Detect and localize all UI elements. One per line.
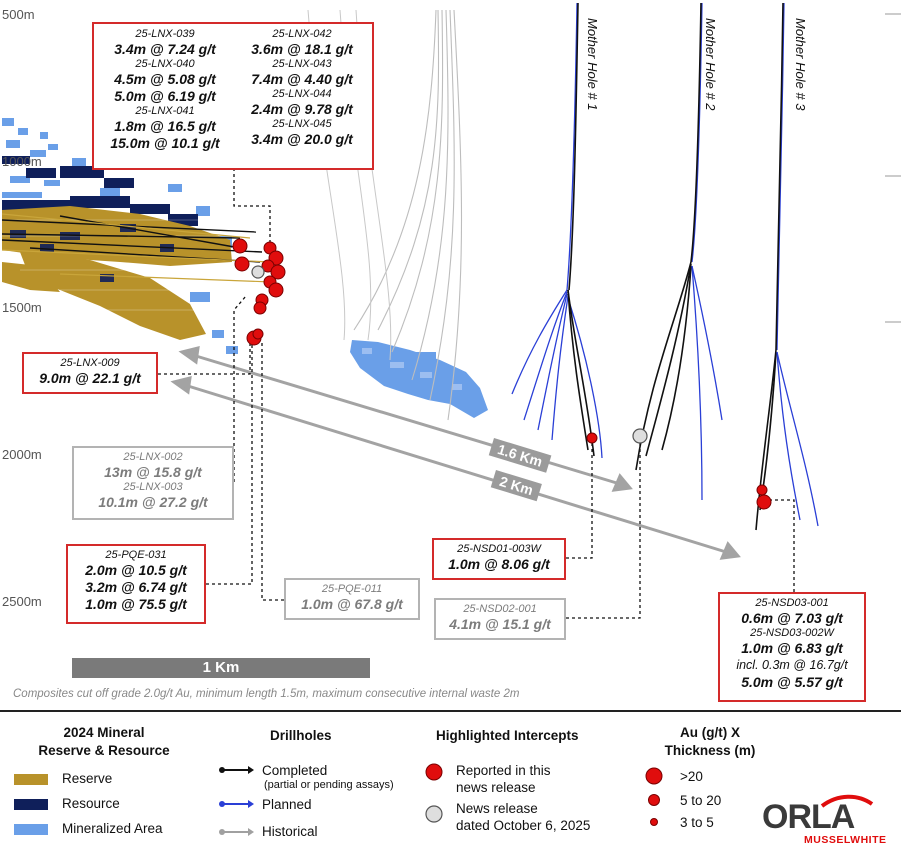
hole-id: 25-NSD01-003W (457, 543, 541, 555)
intercept-value: 0.6m @ 7.03 g/t (741, 610, 843, 626)
intercept-value: 1.0m @ 75.5 g/t (85, 596, 187, 612)
hole-id: 25-LNX-002 (123, 451, 183, 463)
hole-id: 25-PQE-031 (105, 549, 167, 561)
intercept-value: 10.1m @ 27.2 g/t (98, 494, 208, 510)
orla-logo: ORLA MUSSELWHITE (762, 792, 892, 846)
intercept-value: 1.0m @ 6.83 g/t (741, 640, 843, 656)
legend-planned-label: Planned (262, 797, 312, 812)
intercept-value: 5.0m @ 6.19 g/t (114, 88, 216, 104)
intercept-value: 3.6m @ 18.1 g/t (251, 41, 353, 57)
hole-id: 25-NSD02-001 (463, 603, 537, 615)
logo-subtext: MUSSELWHITE (804, 834, 887, 846)
depth-label-2000: 2000m (2, 447, 42, 462)
intercept-value: 1.0m @ 67.8 g/t (301, 596, 403, 612)
mother-hole-2 (635, 2, 723, 501)
legend-drillholes-title: Drillholes (270, 728, 332, 743)
reported-intercepts (232, 238, 772, 510)
historical-drillholes (353, 9, 463, 421)
mother-hole-1-label: Mother Hole # 1 (585, 18, 600, 111)
intercept-included: incl. 0.3m @ 16.7g/t (736, 658, 848, 672)
intercept-box-lnx-009: 25-LNX-009 9.0m @ 22.1 g/t (22, 352, 158, 394)
section-drawing (1, 2, 901, 619)
legend-resource-label: Resource (62, 796, 120, 811)
intercept-value: 3.2m @ 6.74 g/t (85, 579, 187, 595)
legend-reported-label: Reported in this news release (456, 763, 551, 795)
intercept-value: 2.0m @ 10.5 g/t (85, 562, 187, 578)
intercept-value: 13m @ 15.8 g/t (104, 464, 202, 480)
hole-id: 25-LNX-043 (272, 58, 332, 70)
scale-bar: 1 Km (72, 658, 370, 678)
intercept-value: 7.4m @ 4.40 g/t (251, 71, 353, 87)
hole-id: 25-LNX-045 (272, 118, 332, 130)
legend-resource-title: 2024 Mineral Reserve & Resource (38, 725, 170, 758)
intercept-box-nsd02-001: 25-NSD02-001 4.1m @ 15.1 g/t (434, 598, 566, 640)
mother-hole-3 (755, 2, 819, 531)
intercept-value: 3.4m @ 7.24 g/t (114, 41, 216, 57)
hole-id: 25-NSD03-001 (755, 597, 829, 609)
intercept-value: 4.5m @ 5.08 g/t (114, 71, 216, 87)
hole-id: 25-LNX-039 (135, 28, 195, 40)
logo-swoosh (820, 794, 874, 808)
intercept-value: 1.0m @ 8.06 g/t (448, 556, 550, 572)
legend-reserve-label: Reserve (62, 771, 113, 786)
hole-id: 25-LNX-003 (123, 481, 183, 493)
intercept-box-lnx-039-045: 25-LNX-039 3.4m @ 7.24 g/t 25-LNX-040 4.… (92, 22, 374, 170)
hole-id: 25-LNX-041 (135, 105, 195, 117)
legend-grade-title: Au (g/t) X Thickness (m) (664, 725, 756, 758)
resource-swatch (14, 799, 48, 810)
legend-grade-1: >20 (680, 769, 703, 784)
intercept-value: 2.4m @ 9.78 g/t (251, 101, 353, 117)
logo-text: ORLA (762, 798, 855, 836)
hole-id: 25-LNX-040 (135, 58, 195, 70)
intercept-value: 9.0m @ 22.1 g/t (39, 370, 141, 386)
intercept-box-nsd03: 25-NSD03-001 0.6m @ 7.03 g/t 25-NSD03-00… (718, 592, 866, 702)
legend-mineralized-label: Mineralized Area (62, 821, 163, 836)
mineralized-swatch (14, 824, 48, 835)
legend: 2024 Mineral Reserve & Resource Reserve … (0, 712, 901, 856)
legend-completed-label: Completed (262, 763, 328, 778)
legend-news-label: News release dated October 6, 2025 (456, 801, 591, 833)
depth-label-1500: 1500m (2, 300, 42, 315)
hole-id: 25-LNX-044 (272, 88, 332, 100)
intercept-box-lnx-002-003: 25-LNX-002 13m @ 15.8 g/t 25-LNX-003 10.… (72, 446, 234, 520)
intercept-box-nsd01-003w: 25-NSD01-003W 1.0m @ 8.06 g/t (432, 538, 566, 580)
footnote: Composites cut off grade 2.0g/t Au, mini… (13, 688, 520, 700)
mother-hole-3-label: Mother Hole # 3 (793, 18, 808, 111)
hole-id: 25-NSD03-002W (750, 627, 834, 639)
legend-grade-2: 5 to 20 (680, 793, 722, 808)
intercept-value: 3.4m @ 20.0 g/t (251, 131, 353, 147)
depth-label-500: 500m (2, 7, 35, 22)
hole-id: 25-LNX-042 (272, 28, 332, 40)
grade-legend-symbols (645, 767, 663, 826)
drillhole-legend-symbols (219, 766, 254, 836)
legend-completed-sublabel: (partial or pending assays) (264, 779, 394, 791)
mineralized-area-central (350, 340, 488, 418)
legend-historical-label: Historical (262, 824, 318, 839)
intercept-value: 1.8m @ 16.5 g/t (114, 118, 216, 134)
reserve-swatch (14, 774, 48, 785)
legend-grade-3: 3 to 5 (680, 815, 714, 830)
intercept-box-pqe-011: 25-PQE-011 1.0m @ 67.8 g/t (284, 578, 420, 620)
legend-highlighted-title: Highlighted Intercepts (436, 728, 579, 743)
intercept-value: 5.0m @ 5.57 g/t (741, 674, 843, 690)
section-view: 500m 1000m 1500m 2000m 2500m Mother Hole… (1, 2, 901, 702)
intercept-box-pqe-031: 25-PQE-031 2.0m @ 10.5 g/t 3.2m @ 6.74 g… (66, 544, 206, 624)
intercept-legend-symbols (425, 763, 443, 823)
depth-label-2500: 2500m (2, 594, 42, 609)
hole-id: 25-LNX-009 (60, 357, 120, 369)
depth-label-1000: 1000m (2, 154, 42, 169)
news-intercepts (251, 265, 648, 444)
intercept-value: 15.0m @ 10.1 g/t (110, 135, 220, 151)
mother-hole-2-label: Mother Hole # 2 (703, 18, 718, 111)
legend-divider (0, 710, 901, 712)
intercept-value: 4.1m @ 15.1 g/t (449, 616, 551, 632)
hole-id: 25-PQE-011 (321, 583, 383, 595)
